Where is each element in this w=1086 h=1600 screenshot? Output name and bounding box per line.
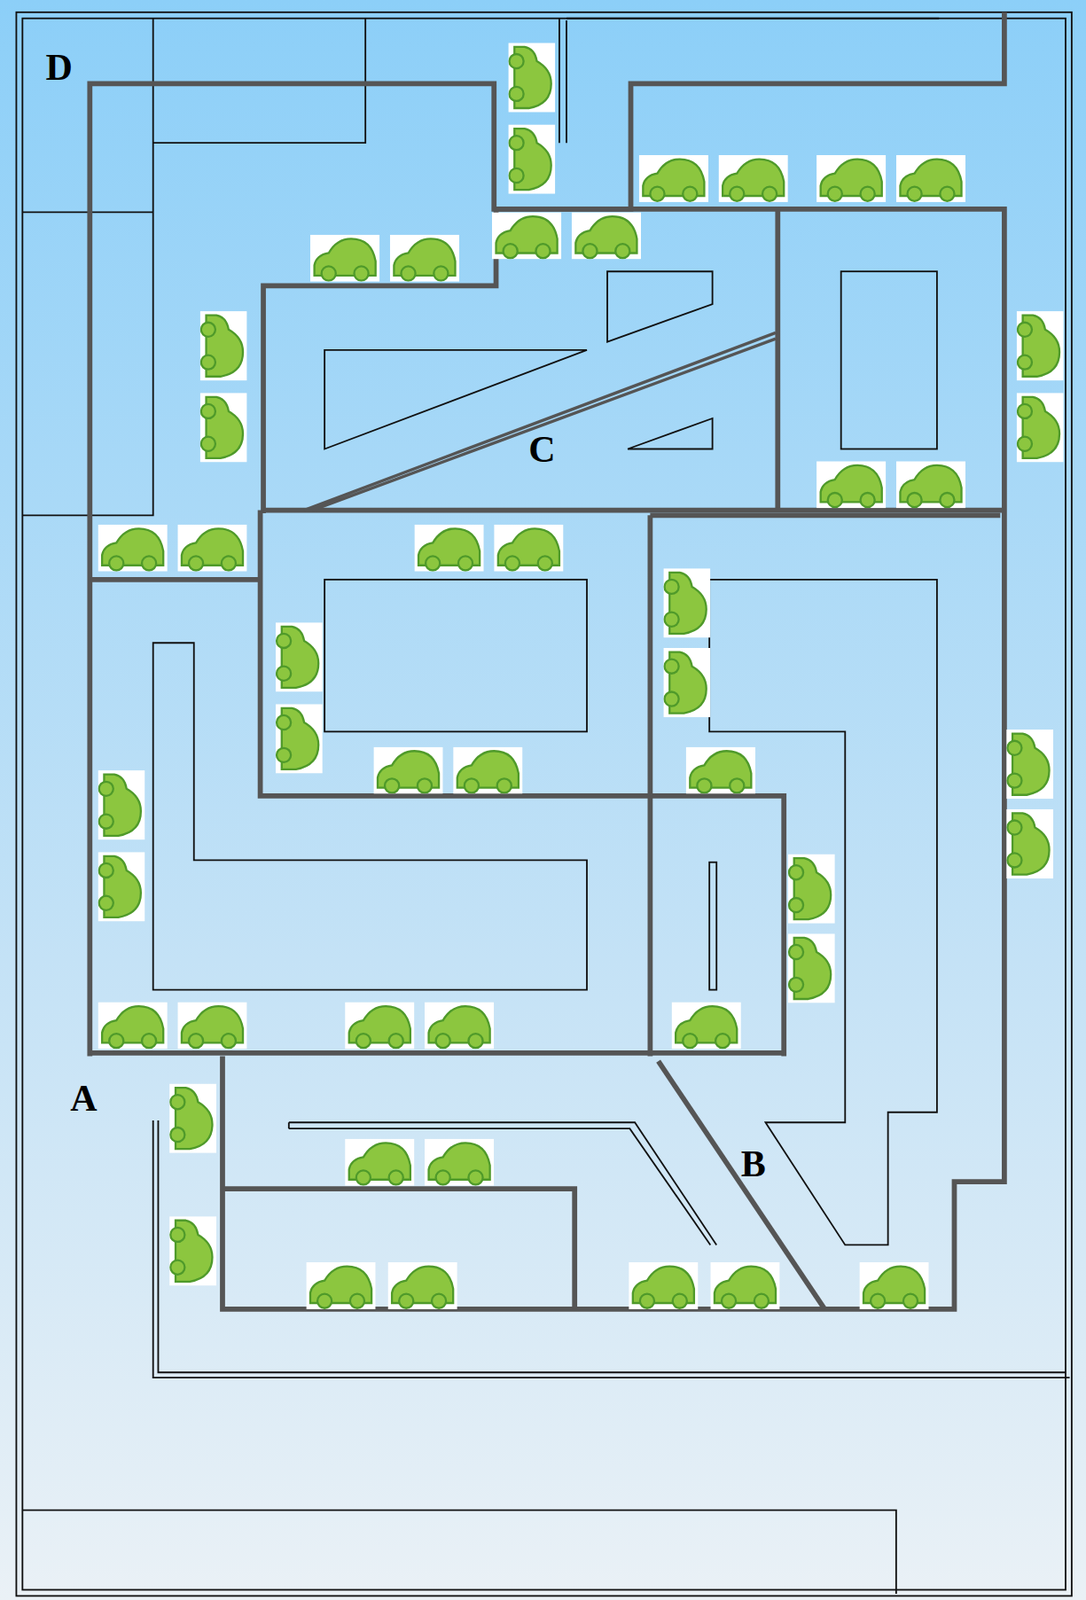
car-icon bbox=[200, 311, 248, 381]
parked-cars bbox=[98, 42, 1064, 1310]
car-icon bbox=[859, 1262, 929, 1310]
car-icon bbox=[424, 1001, 494, 1049]
car-icon bbox=[275, 703, 323, 774]
car-icon bbox=[388, 1262, 458, 1310]
car-icon bbox=[628, 1262, 698, 1310]
thick-walls bbox=[89, 12, 1005, 1310]
car-icon bbox=[275, 622, 323, 692]
car-icon bbox=[344, 1139, 415, 1187]
car-icon bbox=[718, 155, 789, 203]
car-icon bbox=[169, 1084, 217, 1154]
car-icon bbox=[686, 747, 756, 795]
car-icon bbox=[493, 524, 563, 572]
area-letter: D bbox=[46, 48, 73, 86]
car-icon bbox=[1016, 392, 1064, 462]
area-letter: B bbox=[741, 1145, 766, 1183]
car-icon bbox=[305, 1262, 376, 1310]
car-icon bbox=[710, 1262, 780, 1310]
car-icon bbox=[98, 770, 146, 840]
car-icon bbox=[424, 1139, 494, 1187]
car-icon bbox=[414, 524, 484, 572]
thin-lines bbox=[15, 12, 1071, 1597]
car-icon bbox=[177, 524, 247, 572]
car-icon bbox=[98, 1001, 168, 1049]
area-letter: C bbox=[528, 430, 555, 469]
diagonal-divider bbox=[304, 332, 776, 510]
car-icon bbox=[373, 747, 443, 795]
car-icon bbox=[1016, 311, 1064, 381]
car-icon bbox=[788, 933, 836, 1003]
car-icon bbox=[169, 1216, 217, 1286]
car-icon bbox=[671, 1001, 742, 1049]
car-icon bbox=[98, 851, 146, 922]
car-icon bbox=[816, 460, 886, 508]
car-icon bbox=[390, 234, 460, 282]
car-icon bbox=[344, 1001, 415, 1049]
car-icon bbox=[816, 155, 886, 203]
car-icon bbox=[453, 747, 523, 795]
car-icon bbox=[1006, 729, 1054, 799]
car-icon bbox=[507, 42, 555, 112]
car-icon bbox=[788, 854, 836, 924]
car-icon bbox=[663, 648, 711, 718]
car-icon bbox=[663, 568, 711, 638]
car-icon bbox=[896, 155, 966, 203]
car-icon bbox=[200, 392, 248, 462]
car-icon bbox=[177, 1001, 247, 1049]
car-icon bbox=[507, 124, 555, 194]
car-icon bbox=[492, 211, 562, 259]
car-icon bbox=[1006, 809, 1054, 879]
car-icon bbox=[98, 524, 168, 572]
car-icon bbox=[639, 155, 709, 203]
car-icon bbox=[310, 234, 380, 282]
car-icon bbox=[571, 211, 641, 259]
car-icon bbox=[896, 460, 966, 508]
area-letter: A bbox=[70, 1079, 97, 1118]
